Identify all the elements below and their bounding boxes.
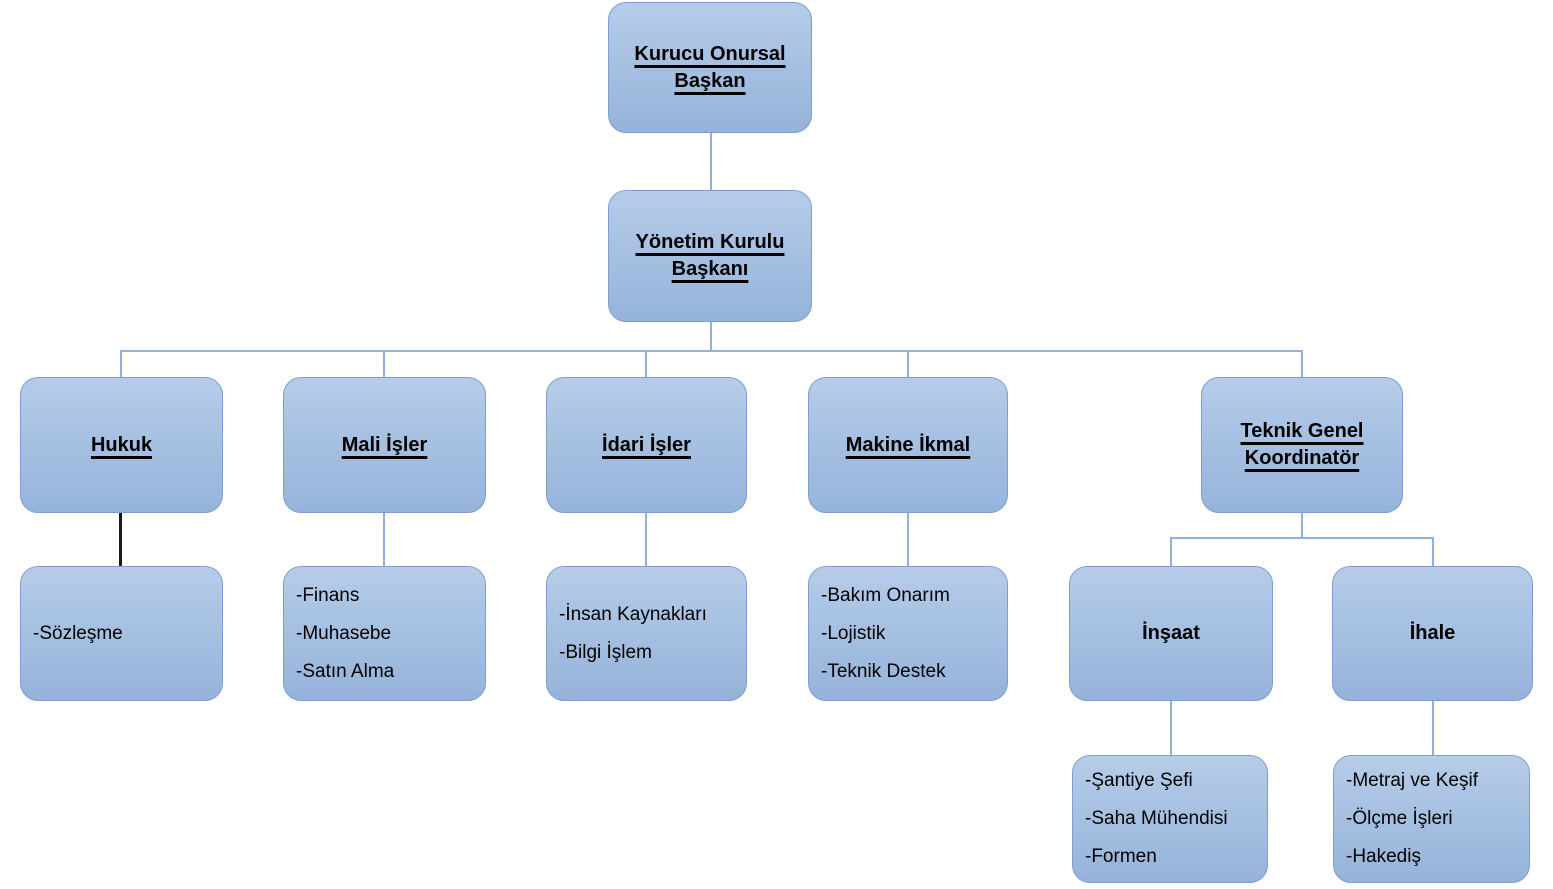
list-item: -Teknik Destek bbox=[821, 660, 946, 682]
connector-drop-administrative bbox=[645, 350, 647, 377]
connector-drop-construction bbox=[1170, 537, 1172, 566]
node-tender-units: -Metraj ve Keşif -Ölçme İşleri -Hakediş bbox=[1333, 755, 1530, 883]
node-machine-units: -Bakım Onarım -Lojistik -Teknik Destek bbox=[808, 566, 1008, 701]
connector-drop-technical bbox=[1301, 350, 1303, 377]
node-financial-affairs: Mali İşler bbox=[283, 377, 486, 513]
list-item: -Saha Mühendisi bbox=[1085, 808, 1228, 829]
connector-tender-units bbox=[1432, 701, 1434, 755]
list-item: -Formen bbox=[1085, 846, 1157, 867]
node-administrative-affairs-label: İdari İşler bbox=[602, 433, 691, 456]
connector-financial-units bbox=[383, 513, 385, 566]
node-administrative-units: -İnsan Kaynakları -Bilgi İşlem bbox=[546, 566, 747, 701]
connector-chairman-rail bbox=[710, 322, 712, 351]
node-founder-label: Kurucu Onursal Başkan bbox=[634, 42, 786, 92]
list-item: -Metraj ve Keşif bbox=[1346, 770, 1478, 791]
list-item: -Sözleşme bbox=[33, 622, 123, 644]
list-item: -Finans bbox=[296, 584, 360, 606]
connector-rail-technical bbox=[1170, 537, 1434, 539]
connector-legal-units-black bbox=[119, 513, 122, 566]
node-legal-label: Hukuk bbox=[90, 433, 153, 456]
connector-drop-machine bbox=[907, 350, 909, 377]
connector-drop-tender bbox=[1432, 537, 1434, 566]
node-financial-affairs-label: Mali İşler bbox=[341, 433, 428, 456]
connector-drop-financial bbox=[383, 350, 385, 377]
node-legal: Hukuk bbox=[20, 377, 223, 513]
connector-construction-units bbox=[1170, 701, 1172, 755]
node-construction-label: İnşaat bbox=[1142, 622, 1200, 644]
list-item: -Bilgi İşlem bbox=[559, 641, 652, 663]
node-financial-units: -Finans -Muhasebe -Satın Alma bbox=[283, 566, 486, 701]
list-item: -Lojistik bbox=[821, 622, 886, 644]
node-machine-supply-label: Makine İkmal bbox=[845, 433, 971, 456]
node-administrative-affairs: İdari İşler bbox=[546, 377, 747, 513]
list-item: -İnsan Kaynakları bbox=[559, 603, 707, 625]
node-legal-units: -Sözleşme bbox=[20, 566, 223, 701]
node-technical-coordinator-label: Teknik Genel Koordinatör bbox=[1240, 420, 1364, 469]
node-chairman: Yönetim Kurulu Başkanı bbox=[608, 190, 812, 322]
list-item: -Hakediş bbox=[1346, 846, 1421, 867]
node-chairman-label: Yönetim Kurulu Başkanı bbox=[635, 231, 785, 280]
node-technical-coordinator: Teknik Genel Koordinatör bbox=[1201, 377, 1403, 513]
node-tender: İhale bbox=[1332, 566, 1533, 701]
connector-machine-units bbox=[907, 513, 909, 566]
list-item: -Bakım Onarım bbox=[821, 584, 950, 606]
node-construction-units: -Şantiye Şefi -Saha Mühendisi -Formen bbox=[1072, 755, 1268, 883]
connector-rail-level2 bbox=[120, 350, 1303, 352]
connector-technical-rail bbox=[1301, 513, 1303, 539]
list-item: -Satın Alma bbox=[296, 660, 395, 682]
connector-founder-chairman bbox=[710, 133, 712, 190]
connector-administrative-units bbox=[645, 513, 647, 566]
connector-drop-legal bbox=[120, 350, 122, 377]
list-item: -Muhasebe bbox=[296, 622, 392, 644]
list-item: -Ölçme İşleri bbox=[1346, 808, 1453, 829]
list-item: -Şantiye Şefi bbox=[1085, 770, 1193, 791]
node-construction: İnşaat bbox=[1069, 566, 1273, 701]
node-tender-label: İhale bbox=[1409, 622, 1456, 644]
node-founder: Kurucu Onursal Başkan bbox=[608, 2, 812, 133]
node-machine-supply: Makine İkmal bbox=[808, 377, 1008, 513]
